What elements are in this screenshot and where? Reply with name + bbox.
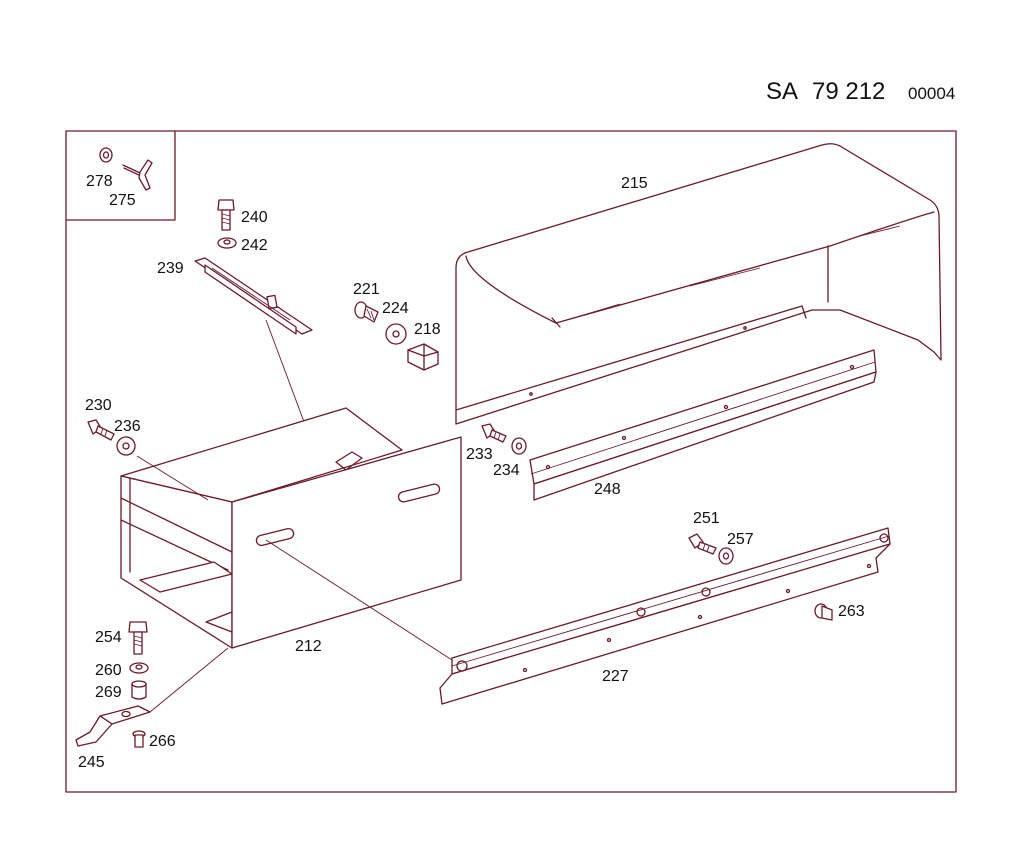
label-239: 239 <box>157 260 184 277</box>
screw-221-drawing <box>354 301 379 323</box>
leader-227-box <box>265 539 453 661</box>
rail-248-drawing <box>529 349 877 501</box>
label-218: 218 <box>414 321 441 338</box>
washer-242-drawing <box>217 237 237 249</box>
label-254: 254 <box>95 629 122 646</box>
header-prefix: SA <box>766 78 798 105</box>
label-233: 233 <box>466 446 493 463</box>
label-278: 278 <box>86 173 113 190</box>
clip-218-drawing <box>407 343 439 371</box>
label-269: 269 <box>95 684 122 701</box>
leader-230-box <box>136 455 209 501</box>
rivet-266-drawing <box>132 730 146 748</box>
label-215: 215 <box>621 175 648 192</box>
leader-245-box <box>149 647 229 713</box>
cover-215-drawing <box>455 143 942 425</box>
rivet-263-drawing <box>814 603 833 621</box>
label-248: 248 <box>594 481 621 498</box>
label-230: 230 <box>85 397 112 414</box>
washer-260-drawing <box>129 662 149 674</box>
washer-234-drawing <box>511 437 527 455</box>
header-sheet: 00004 <box>908 84 955 103</box>
bracket-239-drawing <box>194 257 313 335</box>
screw-251-drawing <box>688 533 717 555</box>
washer-224-drawing <box>385 323 407 345</box>
label-266: 266 <box>149 733 176 750</box>
washer-257-drawing <box>718 547 734 565</box>
label-234: 234 <box>493 462 520 479</box>
washer-278-drawing <box>99 147 113 163</box>
label-240: 240 <box>241 209 268 226</box>
label-257: 257 <box>727 531 754 548</box>
header-code: 79 212 <box>812 78 885 105</box>
label-227: 227 <box>602 668 629 685</box>
wing-screw-275-drawing <box>122 159 153 191</box>
washer-236-drawing <box>116 436 136 456</box>
label-245: 245 <box>78 754 105 771</box>
box-212-drawing <box>120 407 462 649</box>
label-212: 212 <box>295 638 322 655</box>
diagram-frame <box>65 130 957 793</box>
label-263: 263 <box>838 603 865 620</box>
label-224: 224 <box>382 300 409 317</box>
label-242: 242 <box>241 237 268 254</box>
label-251: 251 <box>693 510 720 527</box>
bolt-254-drawing <box>128 621 148 655</box>
label-260: 260 <box>95 662 122 679</box>
label-221: 221 <box>353 281 380 298</box>
screw-233-drawing <box>481 423 507 443</box>
label-275: 275 <box>109 192 136 209</box>
bolt-240-drawing <box>217 199 235 231</box>
spacer-269-drawing <box>131 680 147 700</box>
bolt-230-drawing <box>87 419 115 441</box>
inset-box <box>65 130 176 221</box>
rail-227-drawing <box>439 527 891 705</box>
label-236: 236 <box>114 418 141 435</box>
